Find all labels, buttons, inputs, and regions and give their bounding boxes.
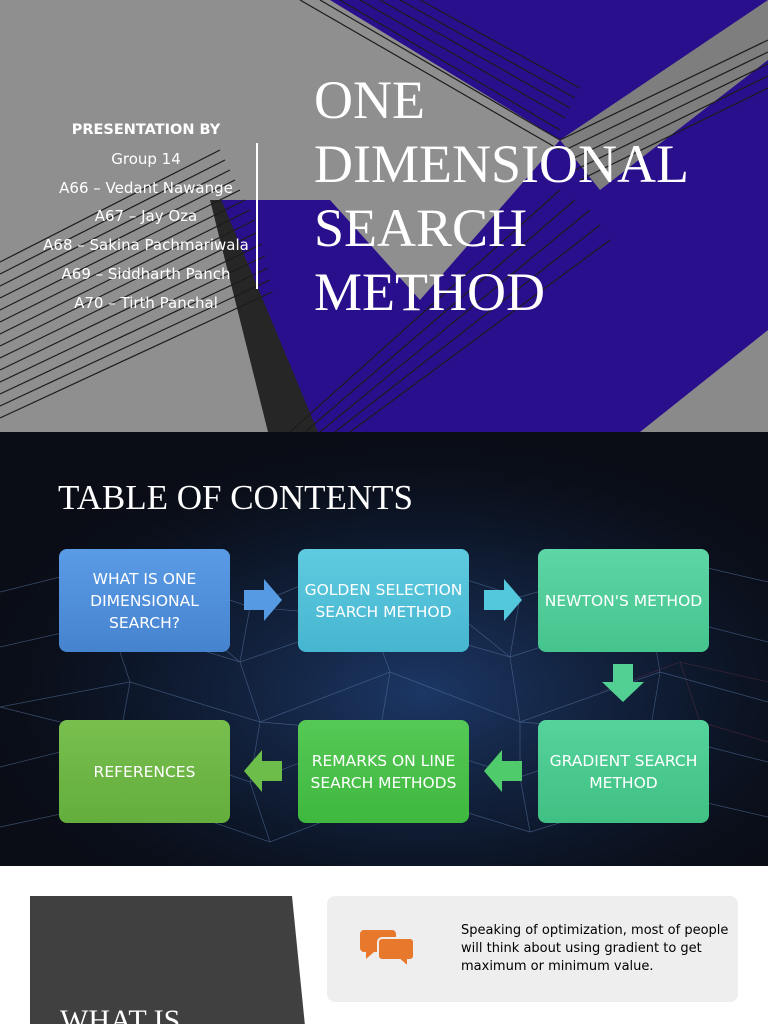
title-line: METHOD: [314, 262, 545, 322]
toc-item-label: REFERENCES: [93, 762, 196, 781]
what-is-heading: WHAT IS: [60, 1004, 181, 1024]
toc-item-what-is[interactable]: WHAT IS ONE DIMENSIONAL SEARCH?: [59, 549, 230, 652]
toc-item-golden-selection[interactable]: GOLDEN SELECTION SEARCH METHOD: [298, 549, 469, 652]
toc-item-gradient-search[interactable]: GRADIENT SEARCH METHOD: [538, 720, 709, 823]
group-label: Group 14: [111, 149, 181, 168]
what-is-slide: WHAT IS Speaking of optimization, most o…: [0, 866, 768, 1024]
toc-item-label: GOLDEN SELECTION SEARCH METHOD: [304, 580, 463, 621]
arrow-left-icon: [484, 750, 522, 792]
toc-item-label: GRADIENT SEARCH METHOD: [549, 751, 698, 792]
geometric-background: [0, 0, 768, 432]
chat-bubbles-icon: [360, 930, 415, 968]
arrow-left-icon: [244, 750, 282, 792]
title-line: DIMENSIONAL: [314, 134, 689, 194]
arrow-right-icon: [244, 579, 282, 621]
arrow-down-icon: [602, 664, 644, 702]
member-item: A66 – Vedant Nawange: [59, 178, 233, 197]
toc-item-label: NEWTON'S METHOD: [544, 591, 703, 610]
toc-item-remarks[interactable]: REMARKS ON LINE SEARCH METHODS: [298, 720, 469, 823]
toc-item-newtons-method[interactable]: NEWTON'S METHOD: [538, 549, 709, 652]
title-line: SEARCH: [314, 198, 528, 258]
title-slide: PRESENTATION BY Group 14 A66 – Vedant Na…: [0, 0, 768, 432]
toc-item-label: REMARKS ON LINE SEARCH METHODS: [310, 751, 457, 792]
heading-panel: [30, 896, 306, 1024]
presenters-block: PRESENTATION BY Group 14 A66 – Vedant Na…: [18, 116, 274, 318]
contents-title: TABLE OF CONTENTS: [58, 478, 413, 517]
member-item: A67 – Jay Oza: [94, 207, 198, 226]
intro-text: Speaking of optimization, most of people…: [461, 923, 729, 974]
toc-item-label: WHAT IS ONE DIMENSIONAL SEARCH?: [90, 569, 199, 632]
member-item: A68 – Sakina Pachmariwala: [43, 236, 249, 255]
title-line: ONE: [314, 70, 425, 130]
presentation-by-label: PRESENTATION BY: [71, 122, 221, 138]
arrow-right-icon: [484, 579, 522, 621]
divider-line: [256, 143, 258, 289]
toc-item-references[interactable]: REFERENCES: [59, 720, 230, 823]
contents-slide: TABLE OF CONTENTS WHAT IS ONE DIMENSIONA…: [0, 432, 768, 866]
member-item: A70 – Tirth Panchal: [74, 293, 218, 312]
slide-title: ONE DIMENSIONAL SEARCH METHOD: [314, 68, 689, 324]
member-item: A69 – Siddharth Panch: [61, 264, 231, 283]
